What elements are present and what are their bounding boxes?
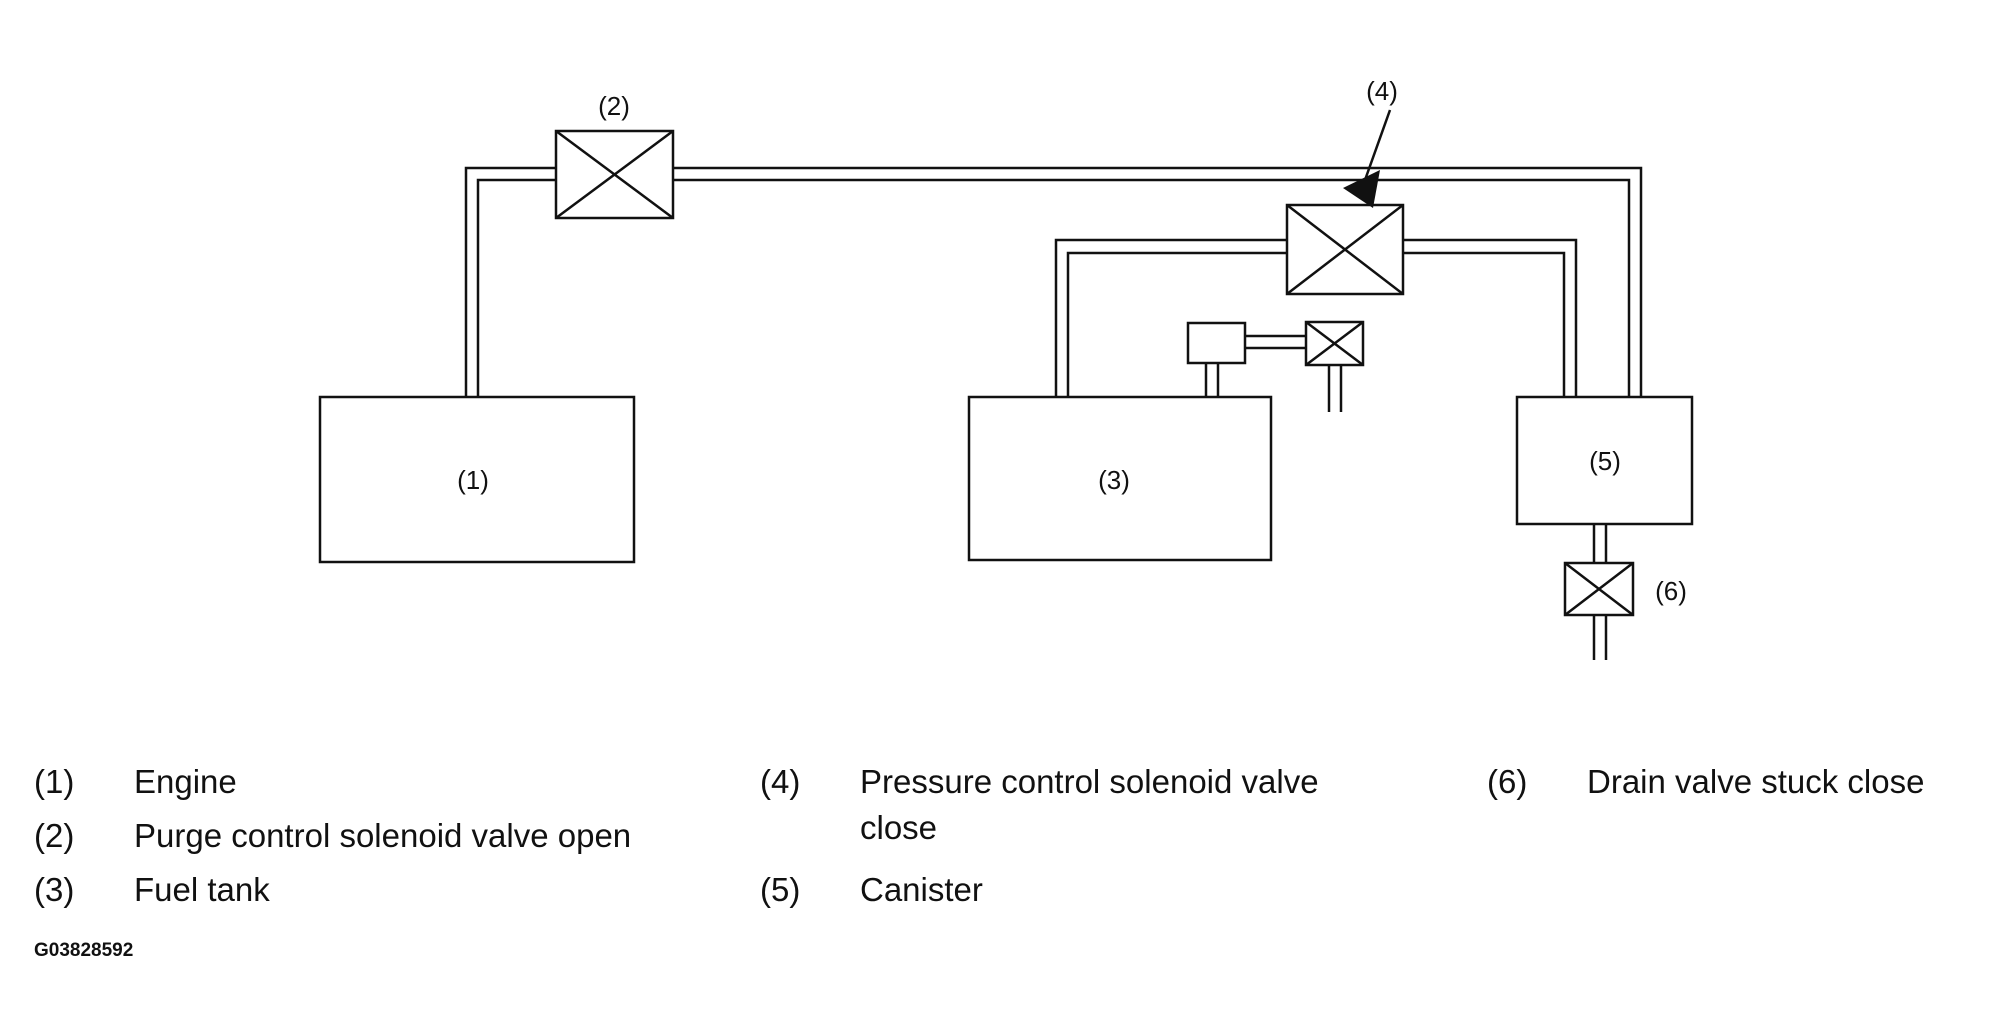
pipe-purge-valve-to-canister: [673, 166, 1643, 397]
small-valve-icon: [1304, 320, 1365, 367]
legend-number: (5): [760, 871, 801, 908]
canister-box: [1515, 395, 1694, 526]
callout-arrow-4: [1343, 170, 1380, 208]
pipe-purge-valve-to-canister-inner: [673, 178, 1631, 397]
legend-number: (4): [760, 763, 801, 800]
engine-box: [318, 395, 636, 564]
legend-number: (2): [34, 817, 75, 854]
legend-item-4: (4) Pressure control solenoid valve clos…: [760, 760, 1380, 852]
legend-number: (1): [34, 763, 75, 800]
legend-text: Engine: [134, 763, 237, 800]
pipe-pressure-valve-to-canister: [1403, 238, 1578, 397]
figure-code: G03828592: [34, 940, 134, 961]
label-engine: (1): [457, 465, 489, 495]
pressure-control-valve-icon: [1285, 203, 1405, 296]
legend-item-3: (3) Fuel tank: [34, 868, 694, 912]
legend-text: Fuel tank: [134, 871, 270, 908]
pressure-sensor-box: [1186, 321, 1247, 365]
callout-line-4: [1363, 109, 1392, 181]
legend-text: Canister: [860, 871, 983, 908]
fuel-tank-box: [967, 395, 1273, 562]
label-drain-valve: (6): [1655, 576, 1687, 606]
legend-text: Drain valve stuck close: [1587, 763, 1925, 800]
label-pressure-valve: (4): [1366, 76, 1398, 106]
label-fuel-tank: (3): [1098, 465, 1130, 495]
label-purge-valve: (2): [598, 91, 630, 121]
pipe-tank-to-pressure-valve: [1054, 238, 1287, 397]
evap-system-diagram: (1) (2) (3) (4) (5) (6): [318, 76, 1694, 660]
legend-item-1: (1) Engine: [34, 760, 694, 804]
drain-valve-icon: [1563, 561, 1635, 617]
legend-text: Pressure control solenoid valve: [860, 763, 1319, 800]
legend-text: Purge control solenoid valve open: [134, 817, 632, 854]
legend-item-6: (6) Drain valve stuck close: [1487, 760, 1987, 804]
pipe-engine-to-purge-valve: [464, 166, 556, 397]
legend-item-5: (5) Canister: [760, 868, 1380, 912]
label-canister: (5): [1589, 446, 1621, 476]
legend-item-2: (2) Purge control solenoid valve open: [34, 814, 714, 858]
pipe-tank-to-pressure-valve-inner: [1066, 251, 1287, 397]
legend-text-continued: close: [860, 809, 938, 846]
purge-valve-icon: [554, 129, 675, 220]
legend-number: (6): [1487, 763, 1528, 800]
legend-number: (3): [34, 871, 75, 908]
pipe-pressure-valve-to-canister-inner: [1403, 251, 1566, 397]
pipe-engine-to-purge-valve-inner: [476, 178, 556, 397]
